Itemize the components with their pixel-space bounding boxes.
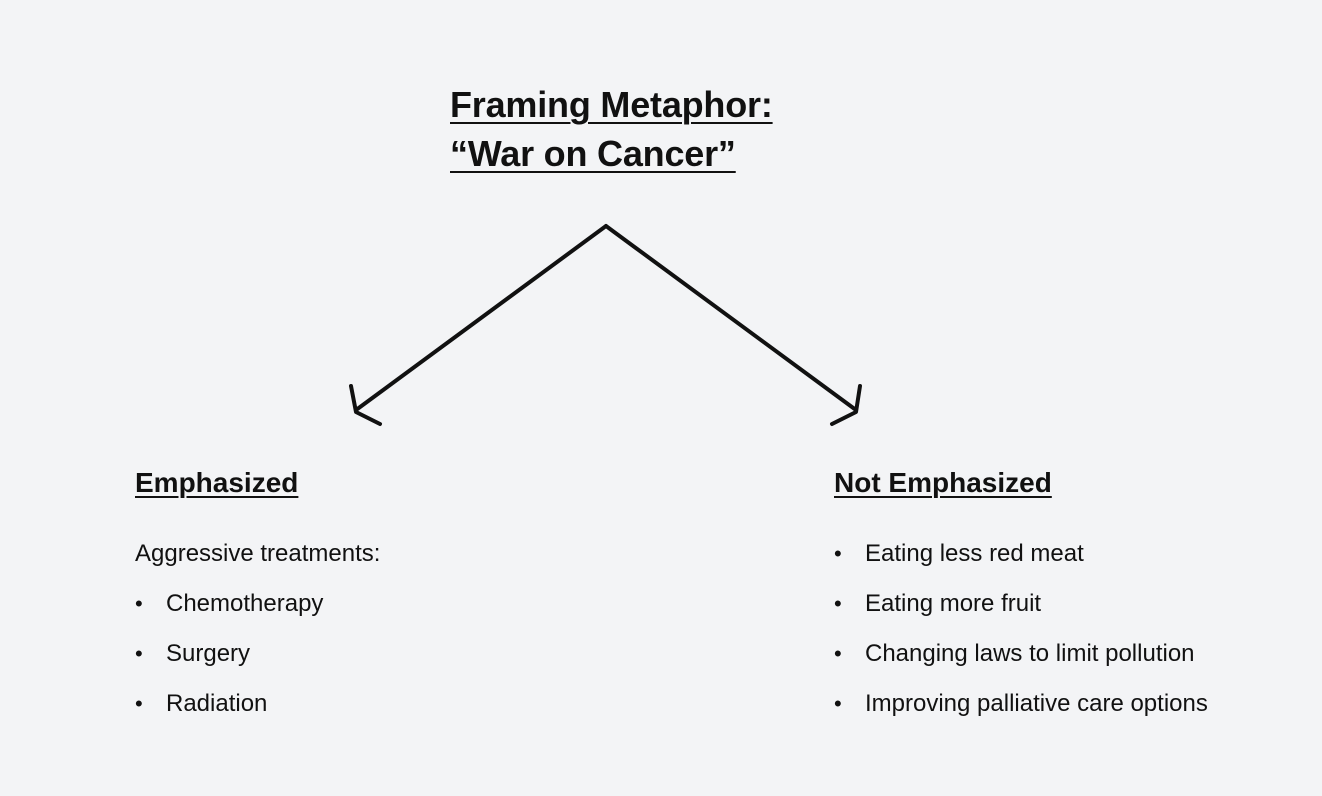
not-emphasized-heading: Not Emphasized xyxy=(834,467,1052,498)
emphasized-list: • Chemotherapy • Surgery • Radiation xyxy=(135,586,495,722)
bullet-icon: • xyxy=(834,541,842,566)
list-item-text: Eating more fruit xyxy=(865,590,1042,617)
list-item: • Radiation xyxy=(135,686,495,722)
emphasized-heading: Emphasized xyxy=(135,467,299,498)
bullet-icon: • xyxy=(834,591,842,616)
list-item-text: Chemotherapy xyxy=(166,590,324,617)
list-item-text: Changing laws to limit pollution xyxy=(865,640,1195,667)
left-arrow-head xyxy=(349,384,382,426)
aggressive-treatments-label: Aggressive treatments: xyxy=(135,540,381,567)
list-item: • Surgery xyxy=(135,636,495,672)
bullet-icon: • xyxy=(834,691,842,716)
left-arrow xyxy=(349,224,608,426)
list-item: • Chemotherapy xyxy=(135,586,495,622)
list-item-text: Eating less red meat xyxy=(865,540,1084,567)
not-emphasized-column: Not Emphasized • Eating less red meat • Ea… xyxy=(834,466,1254,736)
not-emphasized-list: • Eating less red meat • Eating more fruit… xyxy=(834,536,1254,722)
diagram-title: Framing Metaphor: “War on Cancer” xyxy=(450,80,773,178)
emphasized-column: Emphasized Aggressive treatments: • Chemo… xyxy=(135,466,495,736)
bullet-icon: • xyxy=(135,641,143,666)
right-arrow-shaft xyxy=(604,224,858,412)
list-item-text: Improving palliative care options xyxy=(865,690,1208,717)
bullet-icon: • xyxy=(135,691,143,716)
title-line-2: “War on Cancer” xyxy=(450,133,736,174)
list-item-text: Radiation xyxy=(166,690,268,717)
list-item: • Changing laws to limit pollution xyxy=(834,636,1254,672)
bullet-icon: • xyxy=(834,641,842,666)
list-item-text: Surgery xyxy=(166,640,251,667)
right-arrow-head xyxy=(830,384,862,426)
list-item: • Eating less red meat xyxy=(834,536,1254,572)
list-item: • Improving palliative care options xyxy=(834,686,1254,722)
left-arrow-shaft xyxy=(354,224,608,412)
list-item: • Eating more fruit xyxy=(834,586,1254,622)
title-line-1: Framing Metaphor: xyxy=(450,84,773,125)
bullet-icon: • xyxy=(135,591,143,616)
right-arrow xyxy=(604,224,862,426)
